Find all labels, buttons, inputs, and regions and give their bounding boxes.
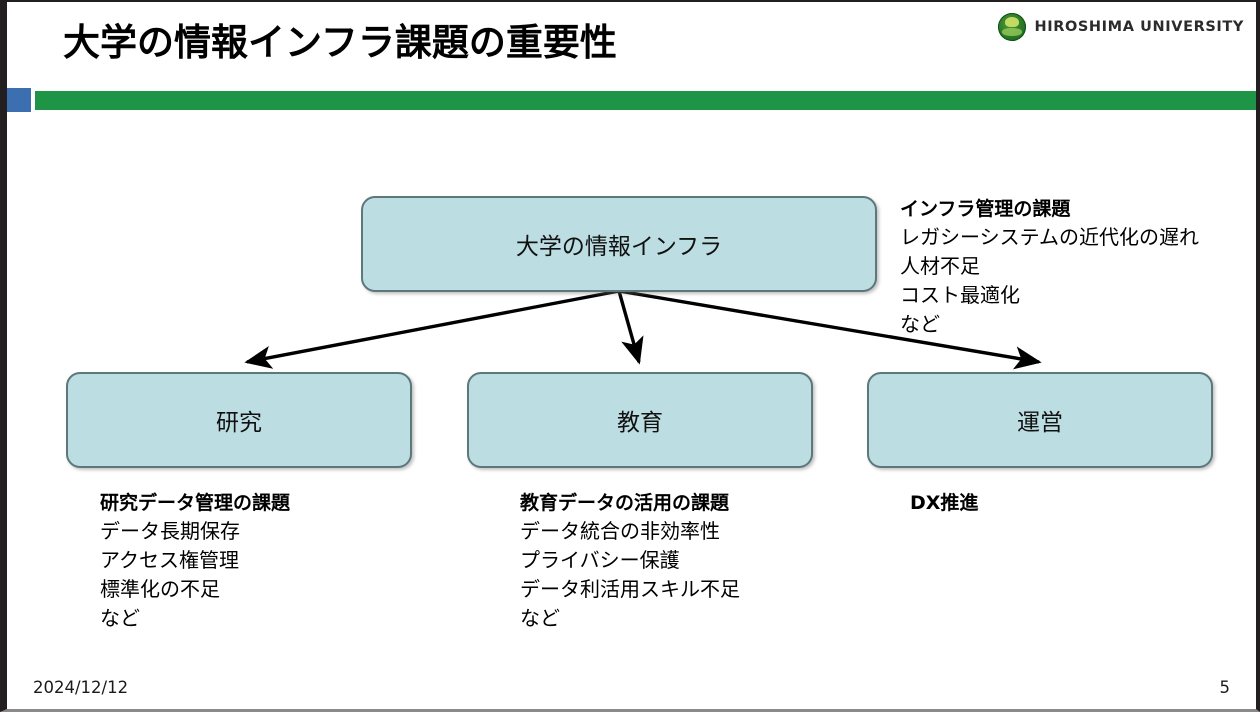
annotation-heading: DX推進 [910,492,979,514]
node-label: 教育 [617,410,663,436]
node-label: 運営 [1017,410,1063,436]
annotation-education: 教育データの活用の課題 データ統合の非効率性 プライバシー保護 データ利活用スキ… [520,490,740,633]
footer-page-number: 5 [1219,678,1231,697]
annotation-line: データ長期保存 [100,519,240,543]
footer-date: 2024/12/12 [33,678,129,697]
node-operations[interactable]: 運営 [867,372,1213,468]
annotation-line: コスト最適化 [900,283,1020,307]
annotation-line: アクセス権管理 [100,548,239,572]
annotation-operations: DX推進 [910,490,978,517]
arrow-to-education [617,290,644,365]
hiroshima-university-emblem-icon [998,13,1027,41]
annotation-heading: 研究データ管理の課題 [100,492,291,514]
annotation-line: プライバシー保護 [520,548,680,572]
title-accent-square [7,88,31,112]
node-research[interactable]: 研究 [66,372,412,468]
node-education[interactable]: 教育 [467,372,813,468]
annotation-line: など [520,606,560,630]
annotation-line: データ統合の非効率性 [520,519,720,543]
annotation-heading: インフラ管理の課題 [900,198,1071,220]
node-label: 研究 [216,410,262,436]
annotation-infrastructure: インフラ管理の課題 レガシーシステムの近代化の遅れ 人材不足 コスト最適化 など [900,196,1199,339]
annotation-line: 人材不足 [900,254,980,278]
annotation-line: など [100,606,140,630]
annotation-line: など [900,312,940,336]
annotation-line: レガシーシステムの近代化の遅れ [900,225,1199,249]
annotation-line: 標準化の不足 [100,577,220,601]
page-title: 大学の情報インフラ課題の重要性 [63,21,617,64]
node-university-infrastructure[interactable]: 大学の情報インフラ [361,196,877,292]
annotation-research: 研究データ管理の課題 データ長期保存 アクセス権管理 標準化の不足 など [100,490,290,633]
annotation-heading: 教育データの活用の課題 [520,492,730,514]
university-logo: HIROSHIMA UNIVERSITY [998,11,1244,43]
annotation-line: データ利活用スキル不足 [520,577,740,601]
node-label: 大学の情報インフラ [515,234,723,260]
title-divider-bar [35,91,1256,110]
arrow-to-research [244,289,620,369]
university-logo-text: HIROSHIMA UNIVERSITY [1034,19,1244,35]
